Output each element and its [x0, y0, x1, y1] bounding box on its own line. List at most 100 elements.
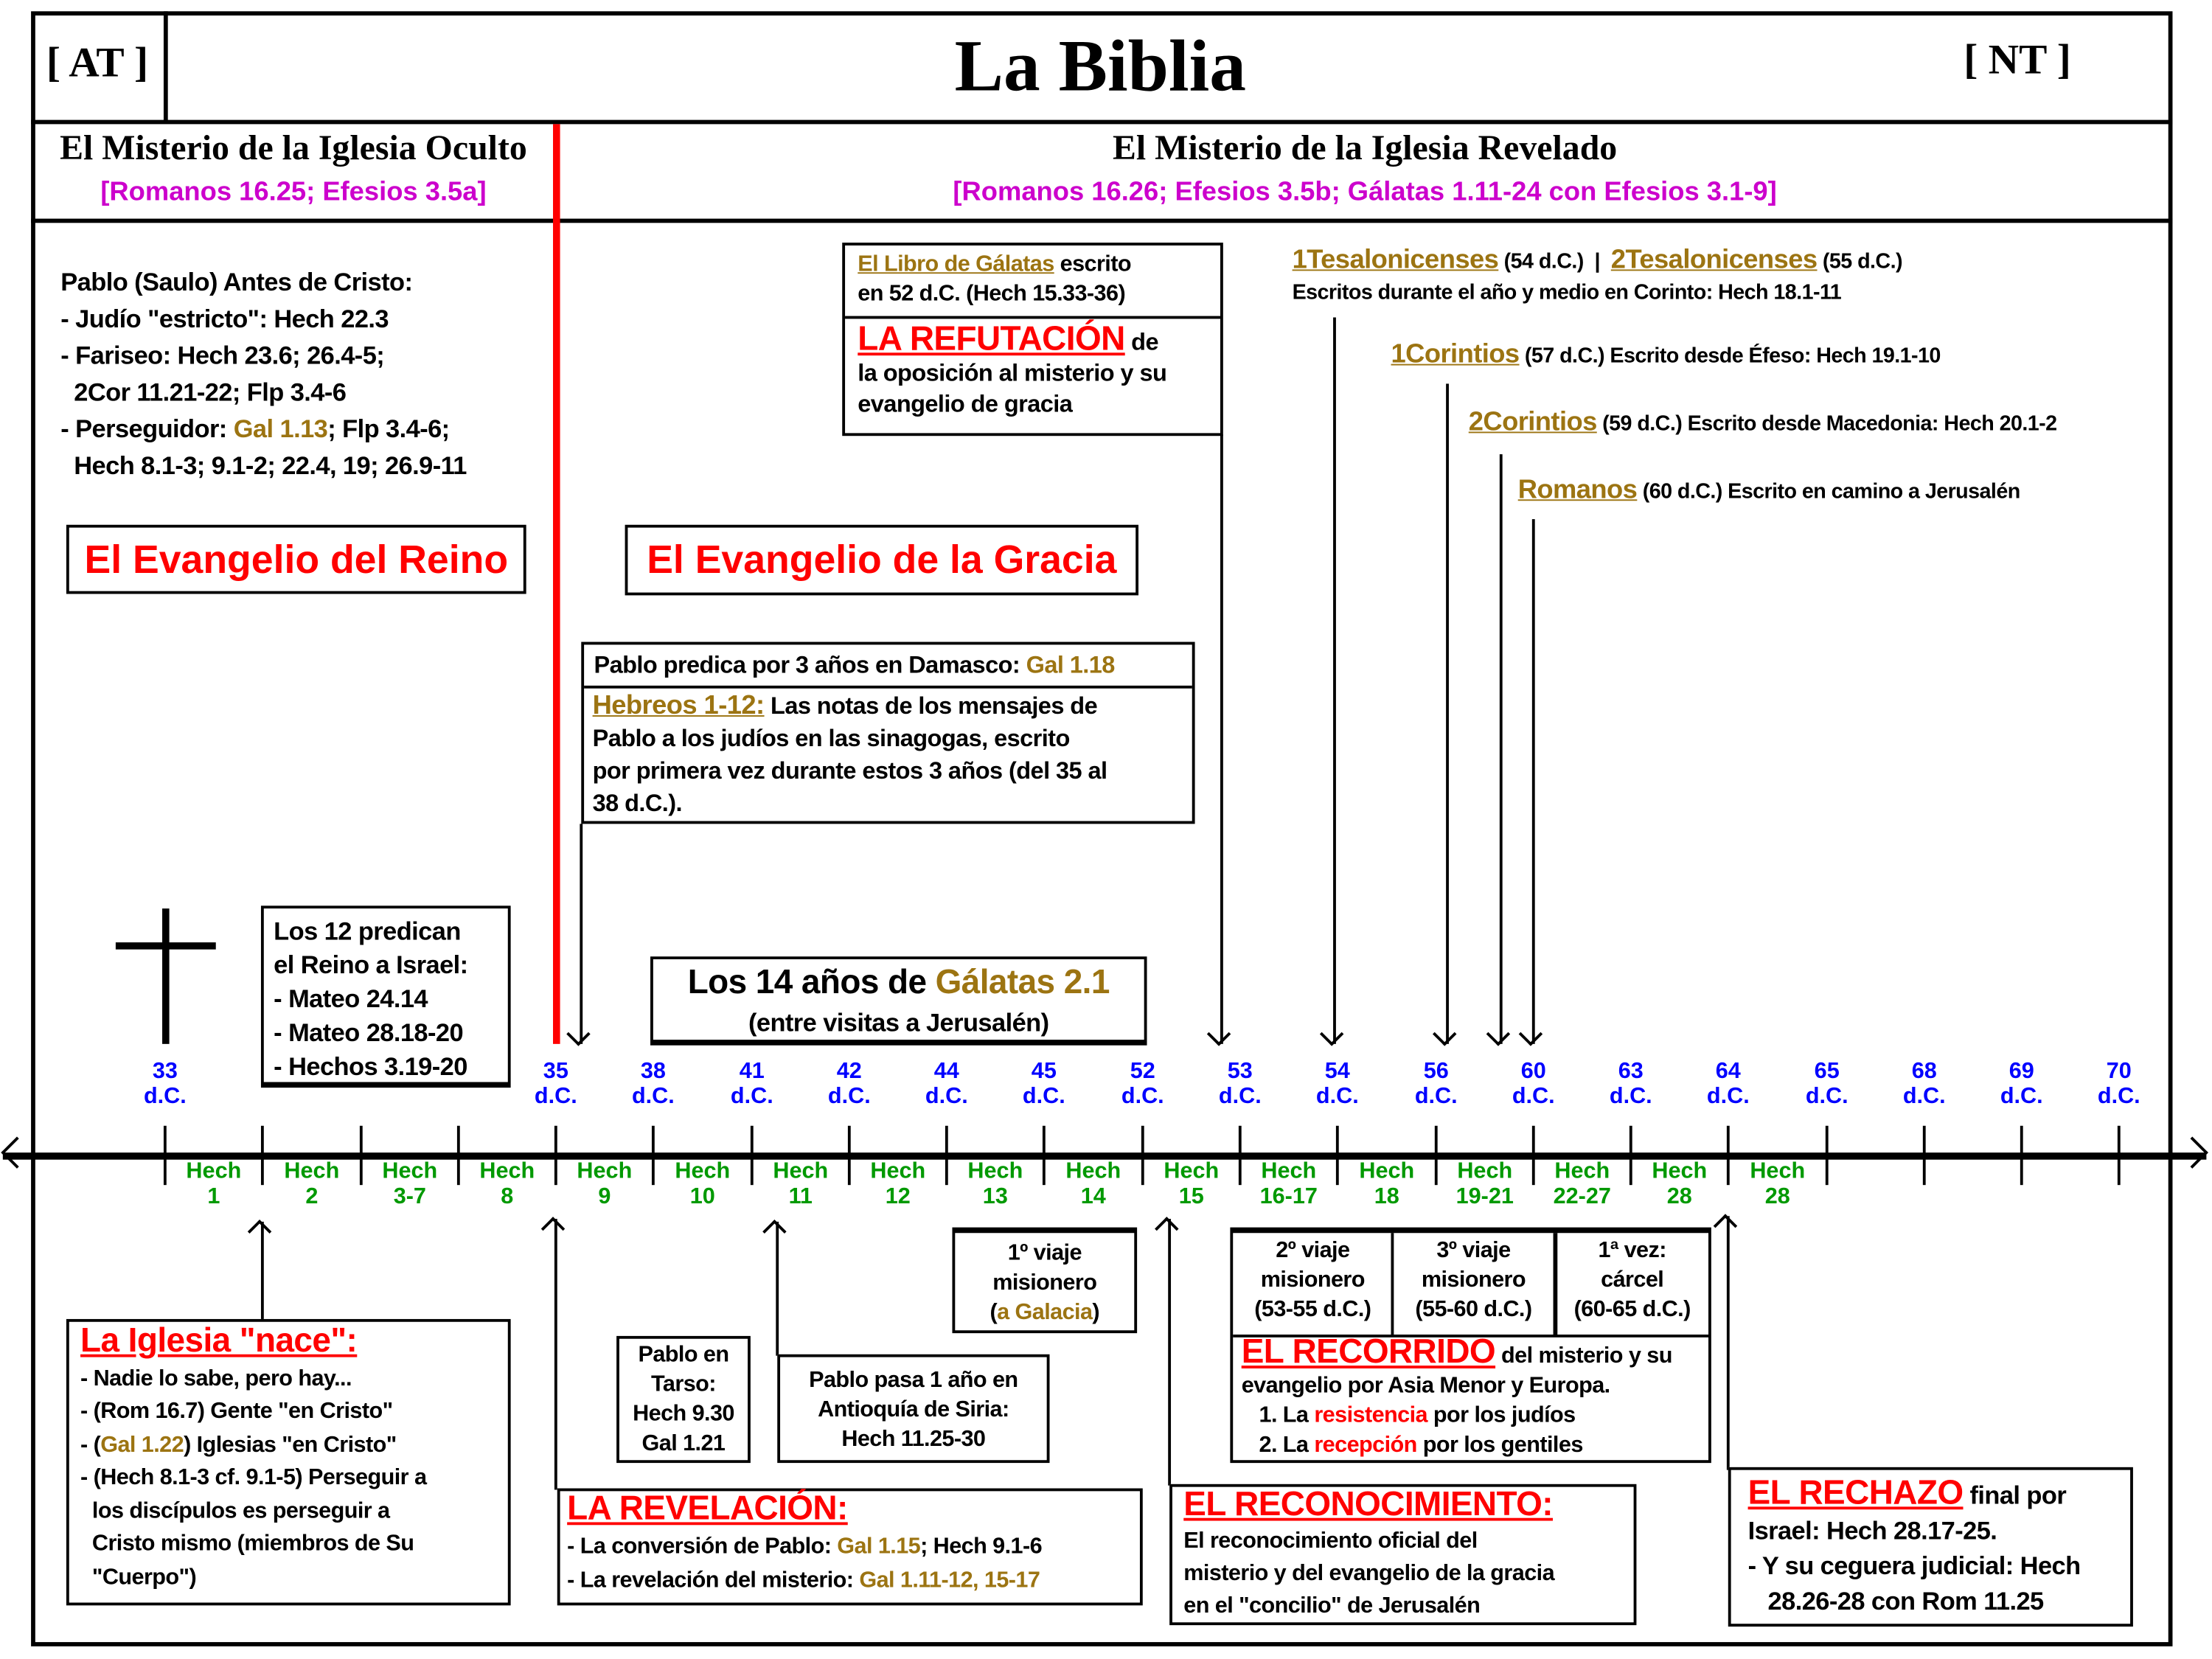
text-segment: El Libro de Gálatas	[858, 252, 1054, 277]
text-line: 28.26-28 con Rom 11.25	[1748, 1585, 2081, 1620]
text-segment: Gal 1.11-12, 15-17	[859, 1568, 1040, 1593]
romanos-note: Romanos (60 d.C.) Escrito en camino a Je…	[1518, 474, 2021, 508]
timeline-tick	[750, 1125, 754, 1186]
text-line: Pablo a los judíos en las sinagogas, esc…	[593, 723, 1107, 755]
acts-book: Hech	[1164, 1159, 1220, 1184]
timeline-tick	[1042, 1125, 1046, 1186]
text-segment: LA REVELACIÓN:	[567, 1489, 848, 1528]
reconocimiento-text: EL RECONOCIMIENTO:El reconocimiento ofic…	[1183, 1488, 1554, 1623]
date-era: d.C.	[925, 1085, 968, 1109]
hebreos-text: Hebreos 1-12: Las notas de los mensajes …	[593, 690, 1107, 820]
date-era: d.C.	[2000, 1085, 2043, 1109]
divider	[163, 11, 168, 122]
text-segment: 1ª vez:	[1598, 1238, 1666, 1263]
date-era: d.C.	[2097, 1085, 2140, 1109]
acts-book: Hech	[1261, 1159, 1317, 1184]
text-segment: (60 d.C.) Escrito en camino a Jerusalén	[1637, 479, 2021, 504]
text-segment: (59 d.C.) Escrito desde Macedonia: Hech …	[1596, 411, 2057, 437]
text-line: - La conversión de Pablo: Gal 1.15; Hech…	[567, 1531, 1043, 1565]
acts-chapter: 19-21	[1455, 1185, 1514, 1209]
acts-book: Hech	[382, 1159, 438, 1184]
date-year: 42	[836, 1059, 862, 1084]
divider	[1553, 1233, 1558, 1335]
date-era: d.C.	[631, 1085, 675, 1109]
date-era: d.C.	[827, 1085, 871, 1109]
date-year: 41	[739, 1059, 765, 1084]
acts-book: Hech	[967, 1159, 1023, 1184]
text-line: LA REFUTACIÓN de	[858, 322, 1166, 358]
timeline-tick	[359, 1125, 363, 1186]
text-line: LA REVELACIÓN:	[567, 1492, 1042, 1531]
text-line: el Reino a Israel:	[274, 948, 468, 982]
divider	[1233, 1334, 1709, 1338]
date-year: 60	[1520, 1059, 1546, 1084]
text-segment: Pablo pasa 1 año en	[809, 1368, 1018, 1393]
date-year: 54	[1324, 1059, 1350, 1084]
acts-chapter: 9	[598, 1185, 611, 1209]
text-segment: 1Corintios	[1391, 340, 1520, 370]
text-segment: (53-55 d.C.)	[1254, 1298, 1371, 1322]
acts-chapter: 16-17	[1259, 1185, 1318, 1209]
acts-chapter: 10	[689, 1185, 715, 1209]
timeline-tick	[1825, 1125, 1829, 1186]
text-segment: - Perseguidor:	[60, 414, 234, 443]
gospel-grace-box: El Evangelio de la Gracia	[625, 524, 1139, 596]
text-line: los discípulos es perseguir a	[80, 1495, 426, 1528]
date-year: 53	[1227, 1059, 1253, 1084]
text-segment: Escritos durante el año y medio en Corin…	[1292, 280, 1842, 305]
text-line: evangelio de gracia	[858, 389, 1166, 420]
timeline-tick	[1335, 1125, 1339, 1186]
text-line: - Mateo 24.14	[274, 982, 467, 1016]
text-segment: (54 d.C.) |	[1498, 249, 1611, 274]
date-era: d.C.	[534, 1085, 577, 1109]
damasco-text: Pablo predica por 3 años en Damasco: Gal…	[594, 649, 1115, 681]
text-segment: 1º viaje	[1007, 1241, 1082, 1266]
acts-book: Hech	[479, 1159, 535, 1184]
text-line: en 52 d.C. (Hech 15.33-36)	[858, 279, 1131, 309]
text-line: 1ª vez:	[1556, 1236, 1708, 1265]
text-line: Escritos durante el año y medio en Corin…	[1293, 278, 1902, 309]
arrow-up-icon	[554, 1219, 557, 1490]
text-line: Pablo pasa 1 año en	[780, 1366, 1047, 1395]
text-line: Cristo mismo (miembros de Su	[80, 1528, 426, 1561]
date-era: d.C.	[1805, 1085, 1848, 1109]
arrow-down-icon	[1446, 383, 1449, 1044]
acts-book: Hech	[1750, 1159, 1806, 1184]
date-year: 33	[152, 1059, 178, 1084]
text-line: 1Tesalonicenses (54 d.C.) | 2Tesalonicen…	[1293, 246, 1903, 278]
acts-chapter: 11	[788, 1185, 813, 1209]
text-line: - (Gal 1.22) Iglesias "en Cristo"	[80, 1428, 426, 1461]
text-segment: La Iglesia "nace":	[80, 1321, 358, 1360]
reconocimiento-box: EL RECONOCIMIENTO:El reconocimiento ofic…	[1169, 1484, 1637, 1626]
text-segment: El reconocimiento oficial del	[1183, 1529, 1478, 1554]
text-segment: recepción	[1314, 1433, 1417, 1458]
text-line: - Nadie lo sabe, pero hay...	[80, 1362, 426, 1395]
text-line: - Judío "estricto": Hech 22.3	[60, 301, 467, 338]
text-segment: LA REFUTACIÓN	[858, 320, 1125, 358]
text-segment: - Mateo 24.14	[274, 984, 428, 1013]
text-segment: Antioquía de Siria:	[818, 1398, 1009, 1422]
timeline-tick	[1726, 1125, 1730, 1186]
text-segment: - La conversión de Pablo:	[567, 1534, 838, 1559]
date-year: 65	[1814, 1059, 1840, 1084]
text-line: - Fariseo: Hech 23.6; 26.4-5;	[60, 337, 467, 374]
text-segment: 3º viaje	[1436, 1238, 1511, 1263]
text-segment: EL RECORRIDO	[1241, 1333, 1496, 1371]
acts-book: Hech	[870, 1159, 926, 1184]
text-line: misionero	[955, 1268, 1134, 1298]
arrow-up-icon	[1726, 1216, 1730, 1470]
text-line: Pablo predica por 3 años en Damasco: Gal…	[594, 649, 1115, 681]
timeline-axis	[2, 1152, 2207, 1160]
divider	[845, 316, 1221, 319]
text-segment: "Cuerpo")	[80, 1565, 197, 1590]
text-segment: misionero	[992, 1270, 1097, 1295]
